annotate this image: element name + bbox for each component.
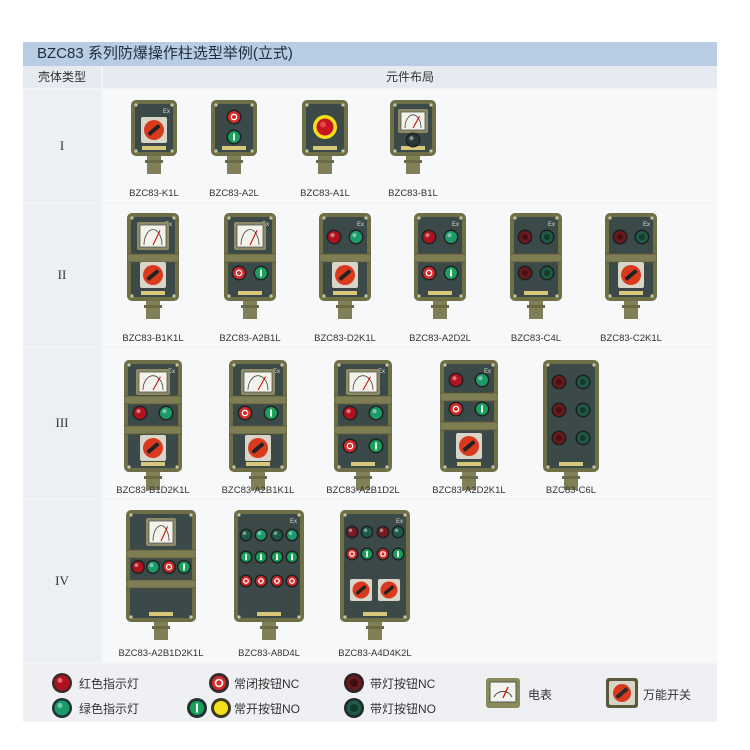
row-label-3: III <box>23 348 101 498</box>
model-label: BZC83-C6L <box>545 485 597 496</box>
legend-red-lamp: 红色指示灯 <box>79 677 140 691</box>
legend-green-lamp: 绿色指示灯 <box>79 702 140 716</box>
legend-meter: 电表 <box>528 688 553 702</box>
legend-no-button: 常开按钮NO <box>234 702 301 716</box>
k1-device: Ex <box>131 100 177 174</box>
header-housing-type: 壳体类型 <box>23 66 101 88</box>
a8d4-device: Ex <box>234 510 304 640</box>
model-label: BZC83-A4D4K2L <box>338 648 412 659</box>
model-label: BZC83-B1D2K1L <box>116 485 190 496</box>
svg-text:Ex: Ex <box>452 222 459 228</box>
svg-text:Ex: Ex <box>643 222 650 228</box>
b1-device <box>390 100 436 174</box>
row-body-4 <box>103 500 717 662</box>
green-no-button-icon <box>187 698 207 718</box>
a2b1k1-device: Ex <box>229 360 287 490</box>
model-label: BZC83-K1L <box>129 188 179 199</box>
a2b1d2k1-device <box>126 510 196 640</box>
a1-device <box>302 100 348 174</box>
legend-lit-no-button: 带灯按钮NO <box>370 702 437 716</box>
lit-no-button-icon <box>344 698 364 718</box>
svg-text:Ex: Ex <box>484 369 491 375</box>
c4-device: Ex <box>510 213 562 319</box>
model-label: BZC83-A2B1L <box>219 333 281 344</box>
row-label-1: I <box>23 90 101 202</box>
model-label: BZC83-A1L <box>300 188 350 199</box>
c6-device <box>543 360 599 490</box>
a2b1-device: Ex <box>224 213 276 319</box>
header-component-layout: 元件布局 <box>103 66 717 88</box>
svg-text:Ex: Ex <box>168 369 175 375</box>
model-label: BZC83-B1K1L <box>122 333 184 344</box>
model-label: BZC83-B1L <box>388 188 438 199</box>
row-label-2: II <box>23 204 101 346</box>
a2-device <box>211 100 257 174</box>
universal-switch-icon <box>606 678 638 708</box>
svg-text:Ex: Ex <box>273 369 280 375</box>
model-label: BZC83-A8D4L <box>238 648 300 659</box>
model-label: BZC83-A2B1D2L <box>326 485 400 496</box>
legend-universal-switch: 万能开关 <box>643 688 692 702</box>
a2d2-device: Ex <box>414 213 466 319</box>
svg-text:Ex: Ex <box>396 519 403 525</box>
d2k1-device: Ex <box>319 213 371 319</box>
b1d2k1-device: Ex <box>124 360 182 490</box>
model-label: BZC83-A2B1K1L <box>221 485 295 496</box>
lit-nc-button-icon <box>344 673 364 693</box>
meter-icon <box>486 678 520 708</box>
legend: 红色指示灯 绿色指示灯 常闭按钮NC 常开按钮NO 带灯按钮NC 带灯按钮NO … <box>23 664 717 722</box>
model-label: BZC83-C2K1L <box>600 333 662 344</box>
row-body-3 <box>103 348 717 498</box>
a2b1d2-device: Ex <box>334 360 392 490</box>
model-label: BZC83-A2D2L <box>409 333 471 344</box>
model-label: BZC83-A2B1D2K1L <box>118 648 204 659</box>
svg-text:Ex: Ex <box>378 369 385 375</box>
yellow-no-button-icon <box>211 698 231 718</box>
row-label-4: IV <box>23 500 101 662</box>
svg-text:Ex: Ex <box>548 222 555 228</box>
a2d2k1-device: Ex <box>440 360 498 490</box>
model-label: BZC83-A2D2K1L <box>432 485 506 496</box>
sheet-title: BZC83 系列防爆操作柱选型举例(立式) <box>23 42 717 66</box>
a4d4k2-device: Ex <box>340 510 410 640</box>
svg-text:Ex: Ex <box>357 222 364 228</box>
c2k1-device: Ex <box>605 213 657 319</box>
model-label: BZC83-C4L <box>510 333 562 344</box>
svg-text:Ex: Ex <box>290 519 297 525</box>
model-label: BZC83-D2K1L <box>314 333 376 344</box>
green-lamp-icon <box>52 698 72 718</box>
model-label: BZC83-A2L <box>209 188 259 199</box>
svg-text:Ex: Ex <box>163 109 170 115</box>
nc-button-icon <box>209 673 229 693</box>
b1k1-device: Ex <box>127 213 179 319</box>
red-lamp-icon <box>52 673 72 693</box>
legend-nc-button: 常闭按钮NC <box>234 677 300 691</box>
legend-lit-nc-button: 带灯按钮NC <box>370 677 436 691</box>
